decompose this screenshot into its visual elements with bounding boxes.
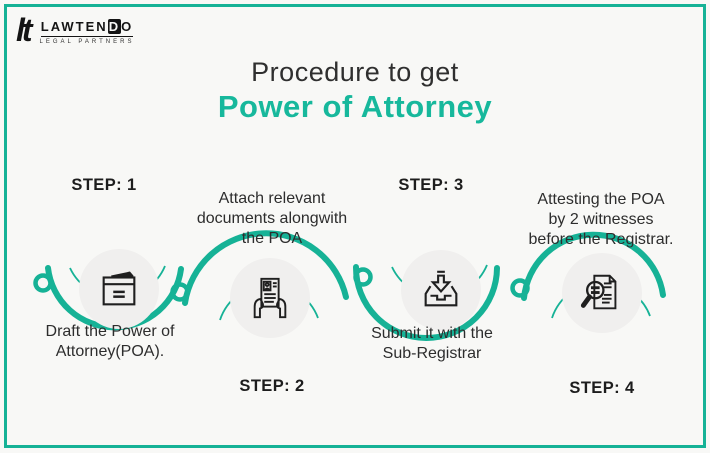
page-title-line1: Procedure to get xyxy=(251,57,459,87)
step1-caption-line2: Attorney(POA). xyxy=(55,343,165,360)
brand-name-d: D xyxy=(107,19,122,34)
brand-name-o: O xyxy=(121,19,134,34)
step3-icon-circle xyxy=(401,250,481,330)
step2-label: STEP: 2 xyxy=(239,377,305,395)
step2-caption-line2: documents alongwith xyxy=(196,210,348,227)
hands-holding-document-icon xyxy=(253,277,287,319)
step4-caption: Attesting the POA by 2 witnesses before … xyxy=(501,190,701,250)
step4-caption-line1: Attesting the POA xyxy=(537,191,665,208)
step3-caption: Submit it with the Sub-Registrar xyxy=(342,324,522,364)
step1-caption: Draft the Power of Attorney(POA). xyxy=(20,322,200,362)
step1-icon-circle xyxy=(79,249,159,329)
step4-caption-line3: before the Registrar. xyxy=(528,231,674,248)
lawtendo-logo: lt LAWTENDO LEGAL PARTNERS xyxy=(16,12,135,48)
step4-arc xyxy=(521,231,666,301)
step3-arc xyxy=(352,264,500,341)
brand-tagline: LEGAL PARTNERS xyxy=(39,39,135,45)
brand-name: LAWTENDO xyxy=(40,19,134,37)
step3-label: STEP: 3 xyxy=(398,176,464,194)
step4-label: STEP: 4 xyxy=(569,379,635,397)
step2-icon-circle xyxy=(230,258,310,338)
magnifier-document-icon xyxy=(580,274,617,310)
inbox-submit-icon xyxy=(424,270,458,307)
step2-caption: Attach relevant documents alongwith the … xyxy=(172,189,372,249)
node-ring-start xyxy=(33,273,53,293)
logo-monogram-icon: lt xyxy=(16,12,32,48)
step2-caption-line3: the POA xyxy=(241,230,303,247)
step2-caption-line1: Attach relevant xyxy=(218,190,326,207)
brand-name-main: LAWTEN xyxy=(40,19,108,34)
step2-arc xyxy=(182,230,349,306)
step1-caption-line1: Draft the Power of xyxy=(45,323,175,340)
step4-caption-line2: by 2 witnesses xyxy=(548,211,654,228)
step4-icon-circle xyxy=(562,253,642,333)
node-ring-1-2 xyxy=(170,282,190,302)
draft-document-icon xyxy=(102,271,136,306)
step3-caption-line1: Submit it with the xyxy=(371,325,493,342)
node-ring-3-4 xyxy=(510,278,530,298)
node-ring-2-3 xyxy=(353,267,373,287)
page-title-line2: Power of Attorney xyxy=(217,89,493,124)
logo-wordmark: LAWTENDO LEGAL PARTNERS xyxy=(40,19,135,45)
step3-caption-line2: Sub-Registrar xyxy=(382,345,482,362)
step1-label: STEP: 1 xyxy=(71,176,137,194)
